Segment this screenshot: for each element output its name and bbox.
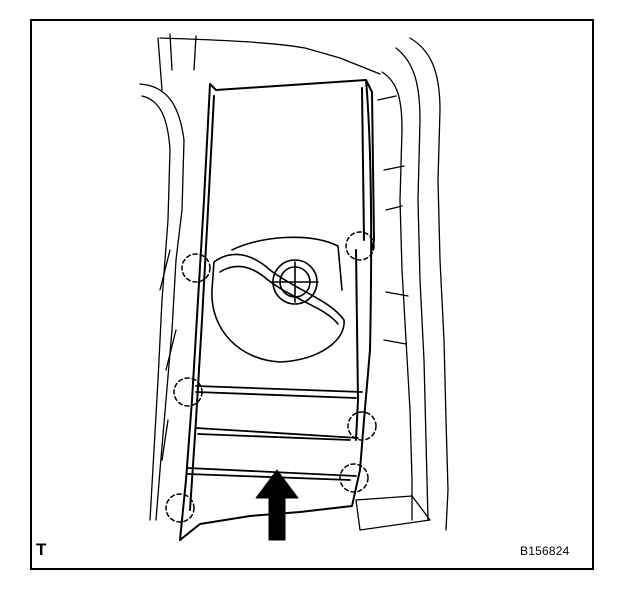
clip-markers (165, 231, 377, 523)
trim-panel (179, 79, 375, 541)
corner-label: T (36, 540, 47, 559)
panel-ribs (187, 385, 363, 481)
clip-lower-left (165, 493, 195, 523)
handle-recess (211, 236, 345, 363)
body-structure (139, 33, 449, 531)
clip-middle-left (173, 377, 203, 407)
figure-id: B156824 (520, 544, 570, 558)
clip-upper-right (345, 231, 375, 261)
up-arrow-icon (255, 469, 299, 541)
clip-middle-right (347, 411, 377, 441)
clip-upper-left (181, 253, 211, 283)
clip-lower-right (339, 463, 369, 493)
